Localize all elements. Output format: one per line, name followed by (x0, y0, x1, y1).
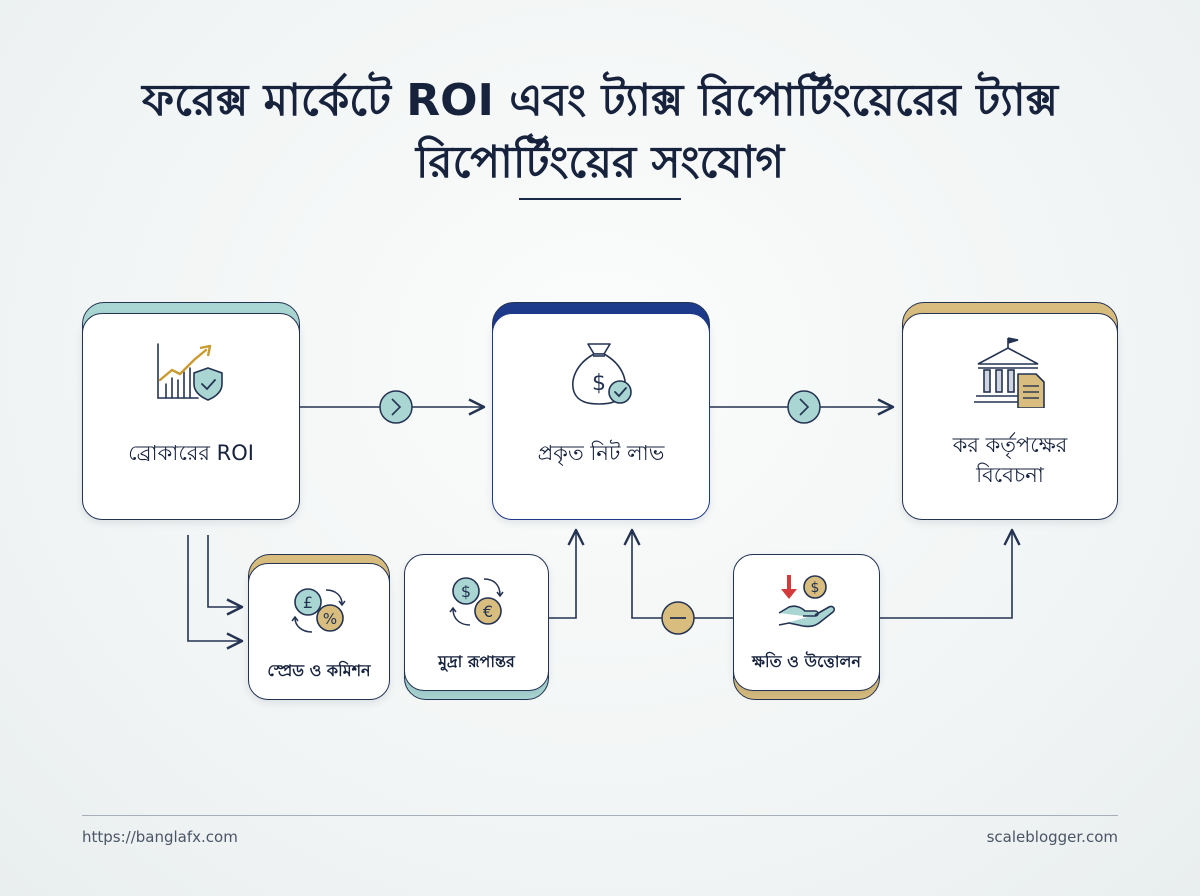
svg-text:%: % (323, 610, 337, 628)
dollar-euro-exchange-icon: $ € (448, 577, 504, 626)
hand-coin-down-icon: $ (778, 575, 835, 628)
node-tax-authority: কর কর্তৃপক্ষের বিবেচনা (902, 302, 1118, 520)
node-label-tax-authority-line-2: বিবেচনা (976, 463, 1044, 487)
node-label-broker-roi: ব্রোকারের ROI (128, 441, 254, 465)
title-underline (519, 198, 681, 200)
node-label-net-profit: প্রকৃত নিট লাভ (537, 441, 665, 465)
node-label-tax-authority: কর কর্তৃপক্ষের বিবেচনা (903, 430, 1117, 490)
plus-connector-2 (787, 390, 821, 424)
title-line-1: ফরেক্স মার্কেটে ROI এবং ট্যাক্স রিপোর্টি… (141, 75, 1059, 126)
bank-document-icon (974, 337, 1045, 408)
node-label-currency-conversion: মুদ্রা রূপান্তর (438, 652, 515, 671)
pound-percent-exchange-icon: £ % (291, 588, 346, 633)
node-label-tax-authority-line-1: কর কর্তৃপক্ষের (952, 433, 1068, 457)
node-spread-commission: £ % স্প্রেড ও কমিশন (248, 554, 390, 700)
svg-text:$: $ (460, 582, 470, 601)
node-currency-conversion: $ € মুদ্রা রূপান্তর (404, 554, 549, 700)
node-label-spread-commission: স্প্রেড ও কমিশন (267, 661, 371, 680)
node-loss-withdrawal: $ ক্ষতি ও উত্তোলন (733, 554, 880, 700)
svg-text:£: £ (303, 593, 313, 612)
title-line-2: রিপোর্টিংয়ের সংযোগ (415, 137, 785, 188)
minus-connector (661, 601, 695, 635)
arrow-roi-to-spread-2 (187, 535, 244, 650)
node-net-profit: $ প্রকৃত নিট লাভ (492, 302, 710, 520)
footer-source-link[interactable]: https://banglafx.com (82, 828, 238, 846)
chart-shield-icon (157, 343, 223, 401)
footer-credit[interactable]: scaleblogger.com (986, 828, 1118, 846)
svg-text:$: $ (592, 371, 606, 396)
money-bag-check-icon: $ (572, 343, 632, 405)
footer-divider (82, 815, 1118, 816)
arrow-loss-to-profit (623, 528, 733, 619)
diagram-title: ফরেক্স মার্কেটে ROI এবং ট্যাক্স রিপোর্টি… (40, 70, 1160, 194)
svg-text:€: € (482, 602, 492, 621)
arrow-roi-to-spread-1 (207, 535, 244, 616)
node-broker-roi: ব্রোকারের ROI (82, 302, 300, 520)
svg-text:$: $ (810, 580, 819, 596)
arrow-currency-to-profit (549, 528, 585, 619)
plus-connector-1 (379, 390, 413, 424)
arrow-loss-to-tax (880, 528, 1021, 619)
node-label-loss-withdrawal: ক্ষতি ও উত্তোলন (752, 652, 861, 671)
